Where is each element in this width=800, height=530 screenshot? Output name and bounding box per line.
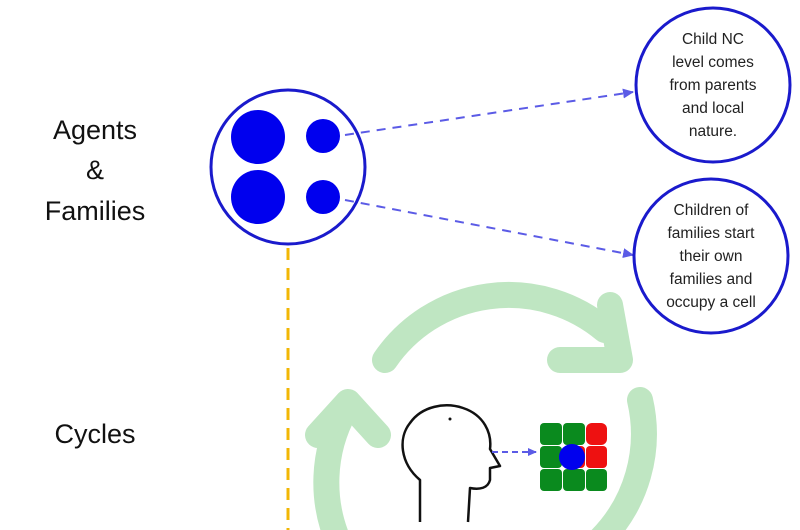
note-line: families start — [667, 225, 755, 242]
note-bubble-bottom — [632, 177, 790, 335]
cycle-arrows-icon — [305, 282, 657, 530]
note-bubble-top — [634, 6, 792, 164]
note-line: Child NC — [681, 31, 744, 48]
label-cycles: Cycles — [54, 419, 136, 449]
note-text-top: Child NC level comes from parents and lo… — [643, 28, 783, 143]
human-head-icon — [401, 404, 502, 523]
note-line: Children of — [673, 202, 749, 219]
label-families: Families — [44, 196, 146, 226]
note-line: their own — [679, 248, 743, 265]
note-line: level comes — [672, 54, 754, 71]
note-text-bottom: Children of families start their own fam… — [641, 199, 781, 314]
note-line: occupy a cell — [666, 294, 756, 311]
note-line: nature. — [688, 123, 738, 140]
note-line: from parents — [669, 77, 757, 94]
note-line: and local — [681, 100, 745, 117]
connector-arrow-bottom — [344, 199, 634, 259]
note-line: families and — [669, 271, 753, 288]
label-agents: Agents — [52, 115, 138, 145]
cell-grid-icon — [540, 423, 607, 491]
label-ampersand: & — [85, 155, 104, 185]
connector-arrow-top — [344, 88, 634, 136]
family-circle-icon — [209, 88, 367, 246]
